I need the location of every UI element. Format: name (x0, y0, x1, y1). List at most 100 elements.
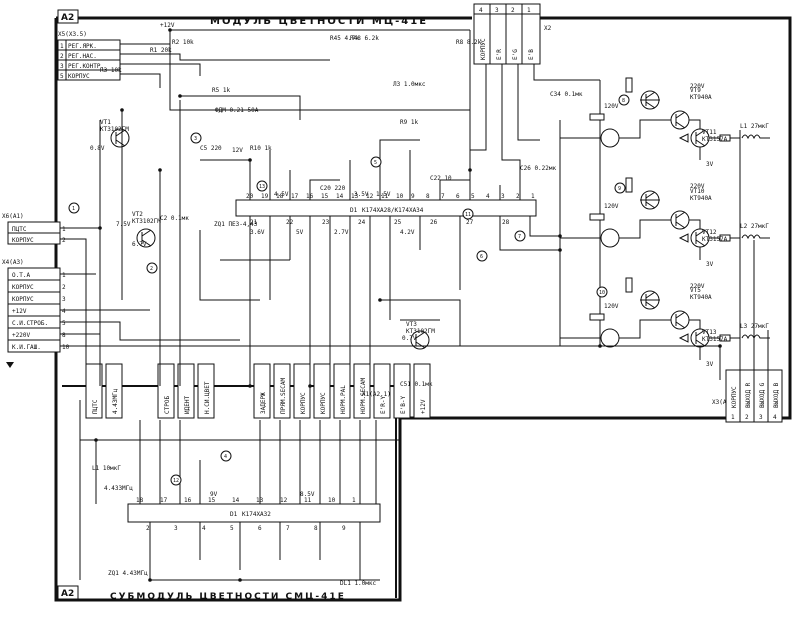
ic-sub-part: К174ХА32 (242, 511, 271, 518)
r2-label: R2 10k (172, 39, 194, 46)
bus-pin: НОРМ.SECAM (353, 363, 371, 419)
x2-pin4-num: 4 (479, 7, 483, 14)
ic-pin-top: 6 (456, 193, 460, 200)
ic-pin-top: 3 (501, 193, 505, 200)
module-tag: A2 (61, 13, 74, 23)
ic-pin-top: 14 (336, 193, 344, 200)
module-tag-box (57, 9, 79, 24)
bus-pin: ПРЯМ.SECAM (273, 363, 291, 419)
arrow-down-icon (6, 362, 14, 368)
x5-connector: 1 РЕГ.ЯРК. 2 РЕГ.НАС. 3 РЕГ.КОНТР. 5 КОР… (57, 39, 121, 81)
x6-pin1-text: ПЦТС (12, 226, 27, 233)
resonator-label: ZQ1 ПЕЗ-4,43 (214, 221, 258, 228)
x2-pin2-text: Е'G (512, 49, 519, 60)
x3-pin2-num: 2 (745, 414, 749, 421)
transistor-symbol (136, 228, 156, 248)
svg-text:11: 11 (465, 212, 471, 218)
x4-pin1-text: О.Т.А (12, 272, 30, 279)
x6-pin2-num: 2 (62, 237, 66, 244)
transistor-ref: VT5 (690, 287, 701, 294)
submodule-title: СУБМОДУЛЬ ЦВЕТНОСТИ СМЦ-41Е (110, 592, 346, 602)
ic-pin-top: 7 (441, 193, 445, 200)
test-point: 4 (220, 450, 232, 462)
volt-5: 5V (296, 229, 304, 236)
x5-pin5-num: 5 (60, 73, 64, 80)
stage-v1: 120V (604, 203, 619, 210)
volt-6: 2.7V (334, 229, 349, 236)
bus-pin: СТРОБ (157, 363, 175, 419)
r5-label: R5 1k (212, 87, 230, 94)
test-point: 5 (370, 156, 382, 168)
x5-pin3-text: РЕГ.КОНТР. (68, 63, 104, 70)
sub-ic-pin-bottom: 2 (146, 525, 150, 532)
volt-4: 4.5V (274, 191, 289, 198)
submodule-tag: A2 (61, 589, 74, 599)
bus-pin-label: ПРЯМ.SECAM (280, 377, 287, 414)
x2-pin1-num: 1 (527, 7, 531, 14)
x3-pin3-text: ВЫХОД G (759, 382, 766, 408)
x6-pin2-text: КОРПУС (12, 237, 34, 244)
x4-pin2-num: 2 (62, 284, 66, 291)
transistor-part: КТ3102ГМ (100, 126, 129, 133)
x4-pin8-text: +220V (12, 332, 30, 339)
bus-pin-label: ЗАДЕРЖ (260, 392, 267, 414)
ic-pin-bottom: 25 (394, 219, 402, 226)
sub-ic-pin-bottom: 6 (258, 525, 262, 532)
r3-label: R3 10k (100, 67, 122, 74)
ic-pin-top: 4 (486, 193, 490, 200)
x3-pin3-num: 3 (759, 414, 763, 421)
ic-pin-bottom: 22 (286, 219, 294, 226)
x4-pin5-text: С.И.СТРОБ. (12, 320, 48, 327)
test-point: 7 (514, 230, 526, 242)
transistor-ref: VT13 (702, 329, 717, 336)
x2-pin3-num: 3 (495, 7, 499, 14)
stage-v2: 3V (706, 261, 714, 268)
dl-label: DL1 1.0мкс (340, 580, 377, 587)
bus-pin: НОРМ.PAL (333, 363, 351, 419)
transistor-ref: VT9 (690, 87, 701, 94)
transistor-part: КТ3157А (702, 336, 728, 343)
bus-pin-label: СТРОБ (164, 396, 171, 414)
transistor-ref: VT3 (406, 321, 417, 328)
volt-14: 0.8V (90, 145, 105, 152)
bus-pin: Е'R-Y (373, 363, 391, 419)
ic-pin-bottom: 28 (502, 219, 510, 226)
transistor-ref: VT10 (690, 188, 705, 195)
ic-sub-d1: D1 К174ХА32 (127, 503, 381, 523)
volt-12: 12V (232, 147, 243, 154)
x3-pin2-text: ВЫХОД R (745, 382, 752, 408)
r45-label: R45 4.7k (330, 35, 359, 42)
test-point: 13 (256, 180, 268, 192)
volt-8: 4.2V (400, 229, 415, 236)
sub-ic-pin-top: 17 (160, 497, 168, 504)
x2-pin1-text: Е'B (528, 49, 535, 60)
c34-label: C34 0.1мк (550, 91, 583, 98)
volt-13: 0.7V (402, 335, 417, 342)
sub-ic-pin-top: 1 (352, 497, 356, 504)
volt-7: 3.5V (354, 191, 369, 198)
bus-pin: КОРПУС (313, 363, 331, 419)
stage-v1: 120V (604, 303, 619, 310)
transistor-ref: VT11 (702, 129, 717, 136)
bus-pin-label: 4.43МГц (112, 388, 119, 414)
filter-label: ФДМ 0.21-50А (215, 107, 259, 114)
r9-label: R9 1k (400, 119, 418, 126)
bus-pin: +12V (413, 363, 431, 419)
stage-coil: L2 27мкГ (740, 223, 769, 230)
test-point: 1 (68, 202, 80, 214)
bus-pin: ПЦТС (85, 363, 103, 419)
transistor-part: КТ3157А (702, 136, 728, 143)
module-title: МОДУЛЬ ЦВЕТНОСТИ МЦ-41Е (210, 16, 428, 27)
volt-3: 3.6V (250, 229, 265, 236)
sub-ic-pin-top: 11 (304, 497, 312, 504)
x4-pin10-text: К.И.ГАШ. (12, 344, 41, 351)
volt-1: 7.5V (116, 221, 131, 228)
x2-label: X2 (544, 25, 552, 32)
svg-text:6: 6 (480, 254, 483, 260)
